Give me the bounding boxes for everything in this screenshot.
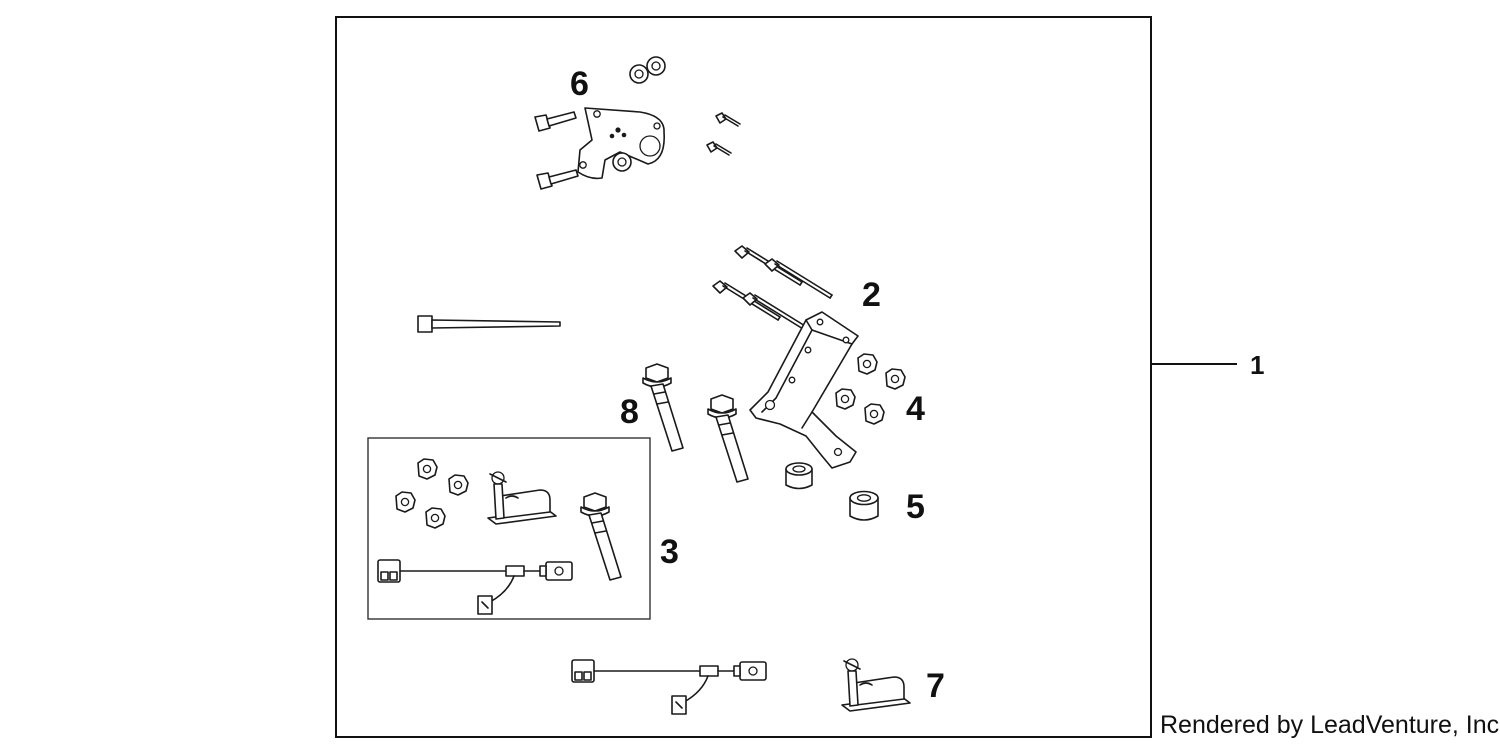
part-7-sensor-bracket	[841, 658, 911, 712]
part-3-nut-b	[448, 474, 469, 496]
kit-frame	[335, 16, 1152, 738]
part-3-sensor-bracket	[487, 471, 557, 525]
callout-8: 8	[620, 393, 639, 431]
part-7-wire-harness	[571, 659, 767, 715]
part-6-washer-c	[612, 152, 632, 172]
callout-7: 7	[926, 667, 945, 705]
callout-5: 5	[906, 488, 925, 526]
cable-tie	[417, 315, 561, 333]
subkit-frame	[367, 437, 651, 620]
part-6-screw-lower	[706, 141, 732, 156]
part-2-long-bolt-d	[742, 292, 811, 333]
part-3-nut-d	[425, 507, 446, 529]
part-6-bolt-upper	[534, 111, 577, 132]
part-6-mounting-bracket	[577, 107, 665, 180]
callout-1: 1	[1250, 350, 1264, 380]
part-4-nut-c	[835, 388, 856, 410]
part-3-nut-c	[395, 491, 416, 513]
part-6-bolt-lower	[536, 169, 579, 190]
part-3-flange-bolt	[580, 492, 622, 581]
callout-4: 4	[906, 390, 925, 428]
part-2-main-bracket	[749, 311, 859, 469]
part-4-nut-a	[857, 353, 878, 375]
render-credit: Rendered by LeadVenture, Inc.	[1160, 711, 1500, 739]
part-8-flange-bolt-b	[707, 394, 749, 483]
part-6-washer-a	[629, 64, 649, 84]
callout-3: 3	[660, 533, 679, 571]
callout-6: 6	[570, 65, 589, 103]
part-2-long-bolt-b	[764, 258, 833, 299]
part-3-wire-harness	[377, 559, 573, 615]
part-5-spacer-a	[785, 462, 813, 490]
part-3-nut-a	[417, 458, 438, 480]
part-6-screw-upper	[715, 112, 741, 127]
part-4-nut-b	[885, 368, 906, 390]
part-5-spacer-b	[849, 490, 879, 521]
part-4-nut-d	[864, 403, 885, 425]
part-6-washer-b	[646, 56, 666, 76]
callout-2: 2	[862, 276, 881, 314]
